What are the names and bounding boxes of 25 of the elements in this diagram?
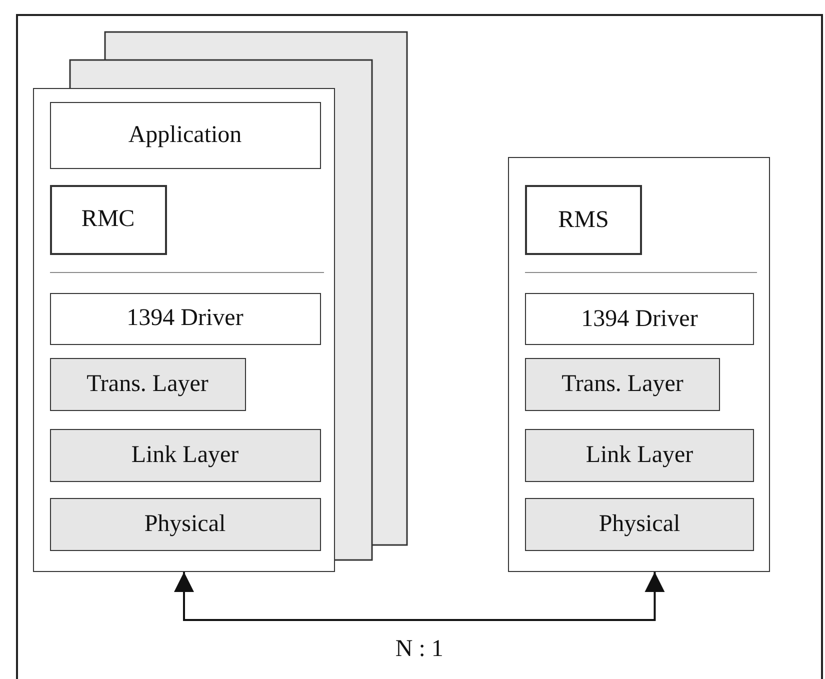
box-label: Trans. Layer — [562, 371, 684, 398]
module-box — [525, 293, 754, 345]
layer-box — [525, 429, 754, 482]
layer-box — [50, 498, 320, 550]
box-label: RMC — [81, 206, 135, 233]
connector-arrow — [174, 572, 665, 621]
box-label: Trans. Layer — [86, 370, 208, 398]
box-label: Physical — [598, 511, 680, 538]
layer-box — [50, 358, 246, 410]
module-box — [50, 102, 320, 168]
box-label: Application — [128, 122, 242, 148]
layer-box — [50, 428, 320, 482]
box-label: RMS — [558, 206, 609, 234]
box-label: 1394 Driver — [126, 305, 244, 332]
stack-panel — [508, 157, 770, 572]
module-box — [525, 185, 642, 255]
box-label: Physical — [144, 510, 226, 538]
stack-panel — [33, 88, 335, 572]
box-label: Link Layer — [586, 442, 694, 469]
box-label: 1394 Driver — [581, 306, 698, 332]
layer-box — [525, 358, 720, 411]
module-box — [50, 292, 320, 344]
module-box — [50, 184, 166, 254]
layer-box — [525, 498, 754, 551]
box-label: Link Layer — [131, 442, 239, 468]
